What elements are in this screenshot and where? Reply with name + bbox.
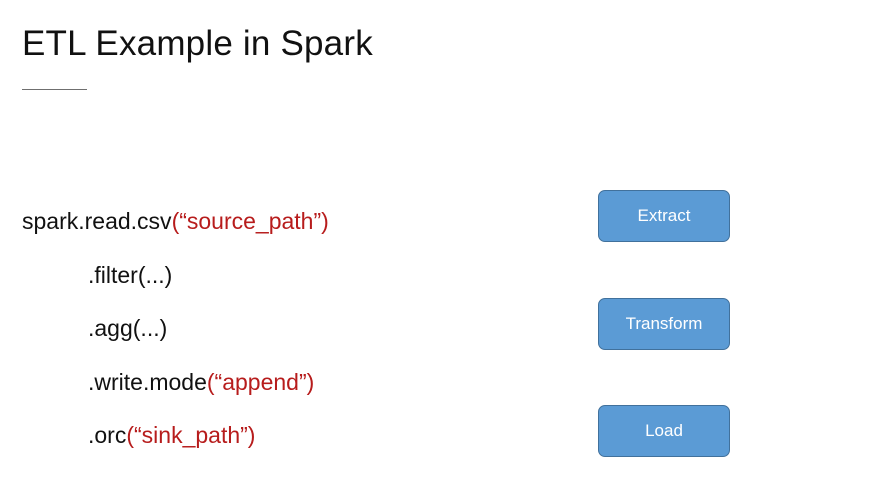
code-line-write-mode: .write.mode(“append”) — [22, 360, 562, 414]
code-line-agg: .agg(...) — [22, 306, 562, 360]
code-argument: (“append”) — [206, 368, 315, 395]
extract-button[interactable]: Extract — [598, 190, 730, 242]
code-call: .agg(...) — [88, 315, 168, 342]
code-call: .orc — [88, 422, 127, 449]
code-argument: (“source_path”) — [171, 208, 329, 234]
code-call: .write.mode — [88, 368, 207, 395]
load-button[interactable]: Load — [598, 405, 730, 457]
slide-title: ETL Example in Spark — [22, 24, 373, 63]
code-argument: (“sink_path”) — [126, 422, 256, 449]
code-line-read-csv: spark.read.csv(“source_path”) — [22, 199, 562, 253]
code-line-filter: .filter(...) — [22, 253, 562, 307]
transform-button[interactable]: Transform — [598, 298, 730, 350]
title-underline — [22, 89, 87, 90]
code-line-orc: .orc(“sink_path”) — [22, 413, 562, 467]
code-call: .filter(...) — [88, 261, 173, 288]
code-call: spark.read.csv — [22, 208, 172, 234]
code-block: spark.read.csv(“source_path”) .filter(..… — [22, 199, 562, 467]
